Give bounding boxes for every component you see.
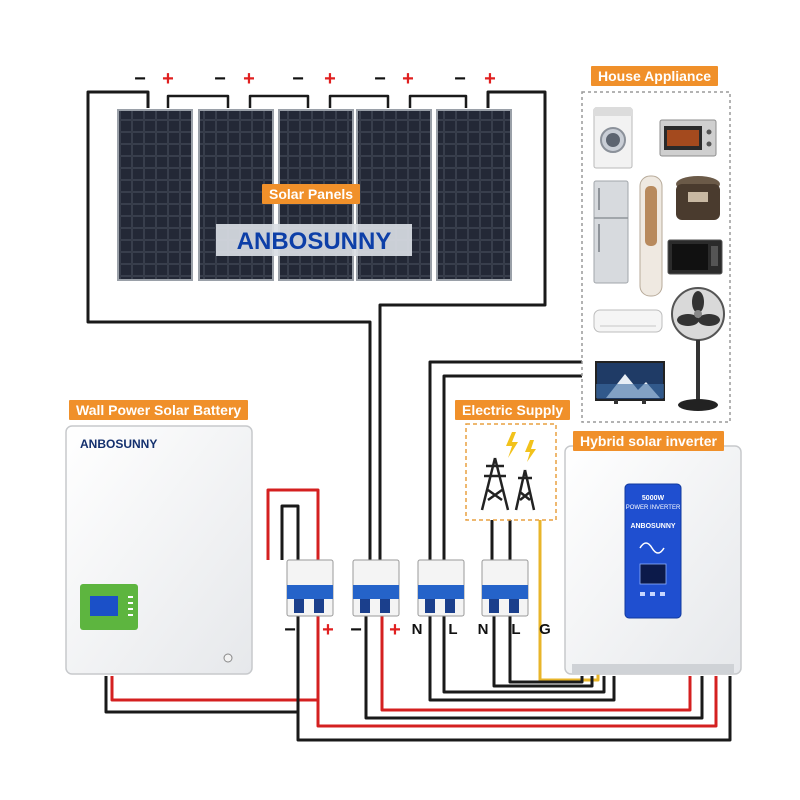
lightning-icon bbox=[506, 432, 536, 462]
hybrid-inverter: 5000W POWER INVERTER ANBOSUNNY bbox=[564, 445, 742, 675]
panel-brand-logo: ANBOSUNNY bbox=[237, 228, 392, 255]
label-solar-panels: Solar Panels bbox=[262, 184, 361, 204]
panel-1-minus: − bbox=[134, 68, 146, 90]
wire-solar-positive bbox=[378, 90, 547, 560]
solar-panel-5 bbox=[436, 109, 512, 281]
label-hybrid-inverter: Hybrid solar inverter bbox=[573, 431, 724, 451]
wire-load-1 bbox=[428, 360, 590, 560]
breaker-load bbox=[417, 559, 465, 617]
panel-3-plus: + bbox=[324, 68, 336, 90]
label-house-appliance: House Appliance bbox=[591, 66, 719, 86]
battery-body bbox=[65, 425, 253, 675]
wall-battery: ANBOSUNNY bbox=[65, 425, 253, 675]
panel-series-links bbox=[166, 94, 468, 108]
panel-5-plus: + bbox=[484, 68, 496, 90]
wiring bbox=[86, 90, 732, 742]
terminal-battery-minus: − bbox=[284, 619, 296, 641]
fan-icon bbox=[671, 287, 725, 411]
label-wall-battery: Wall Power Solar Battery bbox=[69, 400, 249, 420]
wire-inv-3 bbox=[364, 610, 704, 720]
panel-3-minus: − bbox=[292, 68, 304, 90]
label-hybrid-inverter-wrap: Hybrid solar inverter bbox=[573, 431, 724, 451]
wire-inv-2 bbox=[296, 640, 732, 742]
inverter-brand-logo: ANBOSUNNY bbox=[630, 523, 675, 530]
breaker-battery bbox=[286, 559, 334, 617]
tv-icon bbox=[595, 361, 665, 404]
battery-screw bbox=[223, 653, 233, 663]
pylon-icon bbox=[480, 457, 536, 511]
wire-inv-7 bbox=[492, 610, 594, 688]
label-wall-battery-wrap: Wall Power Solar Battery bbox=[69, 400, 249, 420]
house-appliance-panel bbox=[581, 91, 731, 423]
inverter-front-panel bbox=[624, 483, 682, 619]
battery-lcd bbox=[90, 596, 118, 616]
wire-inv-6 bbox=[442, 610, 606, 694]
wire-inv-4 bbox=[380, 610, 692, 712]
washing-machine-icon bbox=[593, 107, 633, 169]
terminal-battery-plus: + bbox=[322, 619, 334, 641]
terminal-load-n: N bbox=[412, 621, 423, 638]
label-electric-supply: Electric Supply bbox=[455, 400, 571, 420]
wire-load-2 bbox=[442, 374, 590, 560]
terminal-solar-minus: − bbox=[350, 619, 362, 641]
panel-5-minus: − bbox=[454, 68, 466, 90]
ac-unit-icon bbox=[593, 309, 663, 333]
tower-ac-icon bbox=[639, 175, 663, 297]
wire-solar-negative bbox=[86, 90, 372, 560]
inverter-lcd bbox=[639, 563, 667, 585]
panel-logo-band bbox=[216, 224, 412, 256]
label-house-appliance-wrap: House Appliance bbox=[591, 66, 719, 86]
wire-inv-5 bbox=[428, 610, 616, 702]
inverter-terminal-bar bbox=[572, 664, 734, 674]
solar-panel-1 bbox=[117, 109, 193, 281]
rice-cooker-icon bbox=[676, 176, 720, 220]
panel-4-minus: − bbox=[374, 68, 386, 90]
breaker-terminal-labels: − + − + N L N L G bbox=[284, 619, 551, 641]
terminal-grid-n: N bbox=[478, 621, 489, 638]
panel-1-plus: + bbox=[162, 68, 174, 90]
sine-wave-icon bbox=[639, 542, 665, 554]
fridge-icon bbox=[593, 180, 629, 284]
battery-status-leds bbox=[128, 596, 133, 616]
breaker-grid bbox=[481, 559, 529, 617]
panel-4-plus: + bbox=[402, 68, 414, 90]
inverter-subtitle: POWER INVERTER bbox=[626, 505, 681, 511]
label-electric-supply-wrap: Electric Supply bbox=[455, 400, 571, 420]
wire-ground bbox=[538, 520, 600, 682]
inverter-rating: 5000W bbox=[642, 495, 665, 502]
terminal-load-l: L bbox=[448, 621, 457, 638]
inverter-buttons bbox=[640, 592, 665, 596]
terminal-ground: G bbox=[539, 621, 551, 638]
breaker-solar bbox=[352, 559, 400, 617]
label-solar-panels-wrap: Solar Panels bbox=[262, 184, 361, 204]
terminal-grid-l: L bbox=[511, 621, 520, 638]
battery-brand-logo: ANBOSUNNY bbox=[80, 437, 157, 451]
electric-supply bbox=[465, 423, 557, 521]
panel-terminals: − + − + − + − + − + bbox=[134, 68, 496, 90]
wire-inv-1 bbox=[316, 640, 718, 728]
circuit-breakers bbox=[286, 559, 529, 617]
terminal-solar-plus: + bbox=[389, 619, 401, 641]
panel-2-minus: − bbox=[214, 68, 226, 90]
panel-2-plus: + bbox=[243, 68, 255, 90]
oven-icon bbox=[659, 119, 717, 157]
wire-inv-8 bbox=[508, 610, 584, 684]
microwave-icon bbox=[667, 239, 723, 275]
